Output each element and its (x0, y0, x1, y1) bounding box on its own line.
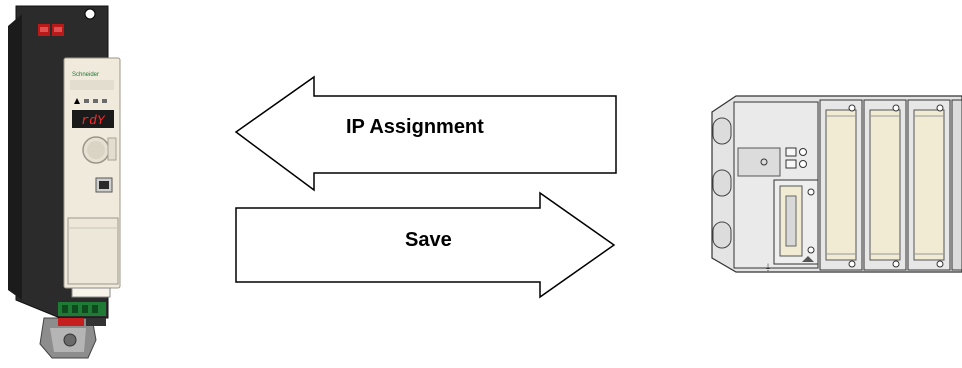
drive-lower-cover (67, 217, 119, 285)
drive-brand-logo: Schneider (72, 72, 99, 78)
ip-assignment-label: IP Assignment (346, 116, 484, 138)
rack-io-module-3 (907, 99, 951, 271)
rack-mounting-tabs (712, 117, 732, 249)
drive-control-terminals (58, 302, 106, 326)
drive-display (72, 110, 114, 128)
rack-end-cap (951, 99, 962, 271)
drive-display-text: rdY (81, 113, 106, 128)
drive-power-terminals (38, 24, 64, 36)
drive-device: Schneider rdY (8, 5, 121, 359)
drive-mount-hole (84, 8, 96, 20)
drive-heatsink (8, 14, 22, 300)
plc-rack-device: ⏚ (711, 95, 962, 273)
save-label: Save (405, 229, 452, 251)
save-arrow (235, 191, 616, 299)
ip-assignment-arrow (234, 75, 617, 192)
rack-cpu-module (773, 179, 819, 265)
drive-rating-label (71, 287, 111, 298)
drive-status-leds (74, 98, 107, 104)
rack-ground-symbol: ⏚ (764, 263, 772, 272)
drive-mounting-clamp (39, 317, 97, 359)
rack-io-module-1 (819, 99, 863, 271)
drive-rj45-port (95, 177, 113, 193)
rack-io-module-2 (863, 99, 907, 271)
